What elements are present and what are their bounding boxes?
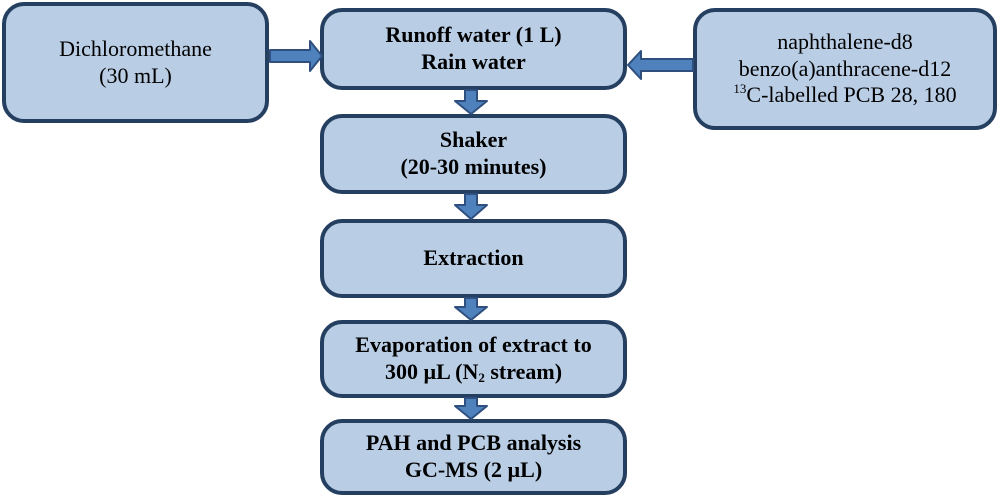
step-runoff-water: Runoff water (1 L) Rain water — [320, 8, 627, 90]
solvent-name: Dichloromethane — [59, 35, 212, 61]
shaker-duration: (20-30 minutes) — [400, 154, 547, 179]
arrow-evaporation-to-analysis — [454, 397, 488, 420]
arrow-extraction-to-evaporation — [454, 297, 488, 321]
solvent-box: Dichloromethane (30 mL) — [2, 2, 269, 123]
analysis-label: PAH and PCB analysis — [365, 430, 582, 456]
standard-pcb: 13C-labelled PCB 28, 180 — [733, 82, 956, 109]
extraction-label: Extraction — [423, 245, 524, 271]
evaporation-volume: 300 µL (N2 stream) — [385, 359, 562, 386]
runoff-water-label: Runoff water (1 L) — [385, 22, 562, 48]
isotope-superscript: 13 — [733, 81, 747, 97]
arrow-shaker-to-extraction — [454, 193, 488, 220]
standard-naphthalene: naphthalene-d8 — [777, 28, 913, 54]
step-analysis: PAH and PCB analysis GC-MS (2 µL) — [320, 419, 627, 495]
step-extraction: Extraction — [320, 219, 627, 298]
nitrogen-subscript: 2 — [478, 370, 485, 385]
step-shaker: Shaker (20-30 minutes) — [320, 114, 627, 194]
shaker-label: Shaker — [439, 127, 508, 153]
standard-benzoanthracene: benzo(a)anthracene-d12 — [738, 55, 952, 81]
evaporation-label: Evaporation of extract to — [355, 332, 592, 358]
evaporation-volume-a: 300 µL (N — [384, 359, 479, 384]
arrow-standards-to-runoff — [627, 50, 694, 80]
analysis-method: GC-MS (2 µL) — [404, 457, 543, 482]
solvent-volume: (30 mL) — [99, 62, 172, 88]
step-evaporation: Evaporation of extract to 300 µL (N2 str… — [320, 320, 627, 398]
arrow-runoff-to-shaker — [454, 89, 488, 115]
standard-pcb-label: C-labelled PCB 28, 180 — [746, 82, 957, 108]
rain-water-label: Rain water — [421, 49, 526, 74]
internal-standards-box: naphthalene-d8 benzo(a)anthracene-d12 13… — [693, 8, 997, 130]
arrow-solvent-to-runoff — [269, 40, 323, 72]
evaporation-volume-b: stream) — [484, 359, 563, 384]
